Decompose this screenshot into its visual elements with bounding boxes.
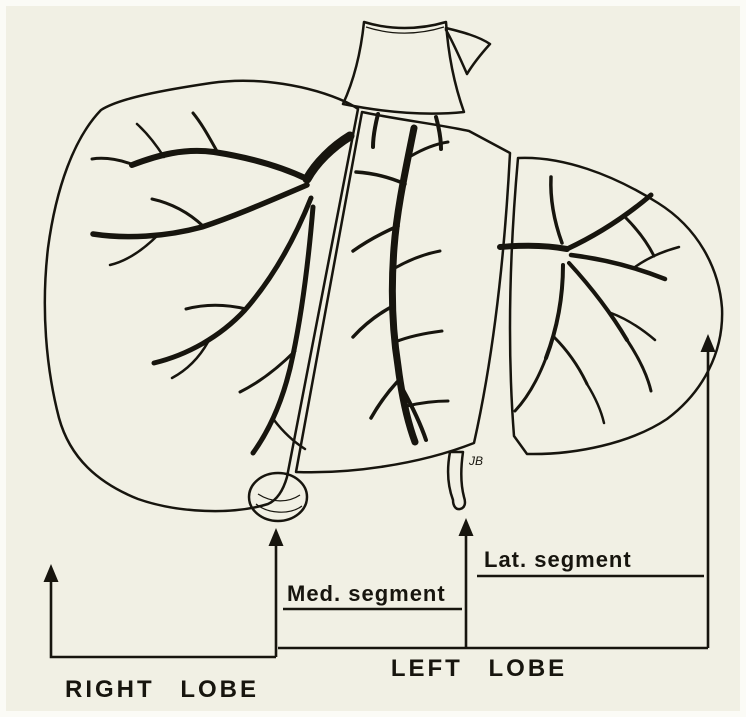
left-lobe-label: LEFT LOBE — [391, 655, 567, 682]
right-lobe-bracket — [43, 528, 284, 659]
lat-segment-label: Lat. segment — [484, 547, 632, 572]
liver-figure-svg: Med. segment Lat. segment RIGHT LOBE LEF… — [43, 20, 724, 703]
right-lobe-vessels — [90, 111, 355, 456]
med-segment-label: Med. segment — [287, 581, 446, 606]
medial-segment-vessels — [351, 112, 450, 446]
lateral-segment-vessels — [497, 175, 681, 425]
right-lobe-left-arrow-icon — [43, 564, 59, 582]
lat-segment-arrow-icon — [700, 334, 716, 352]
right-lobe-label: RIGHT LOBE — [65, 676, 259, 703]
left-lobe-bracket — [278, 334, 716, 650]
vena-cava-vessel — [341, 20, 492, 115]
gallbladder-shape — [247, 471, 309, 523]
artist-signature: JB — [468, 454, 483, 468]
lateral-segment-shape — [508, 156, 724, 456]
ligament-duct-shape — [446, 450, 467, 511]
right-lobe-shape — [43, 79, 360, 513]
right-lobe-right-arrow-icon — [268, 528, 284, 546]
med-segment-arrow-icon — [458, 518, 474, 536]
